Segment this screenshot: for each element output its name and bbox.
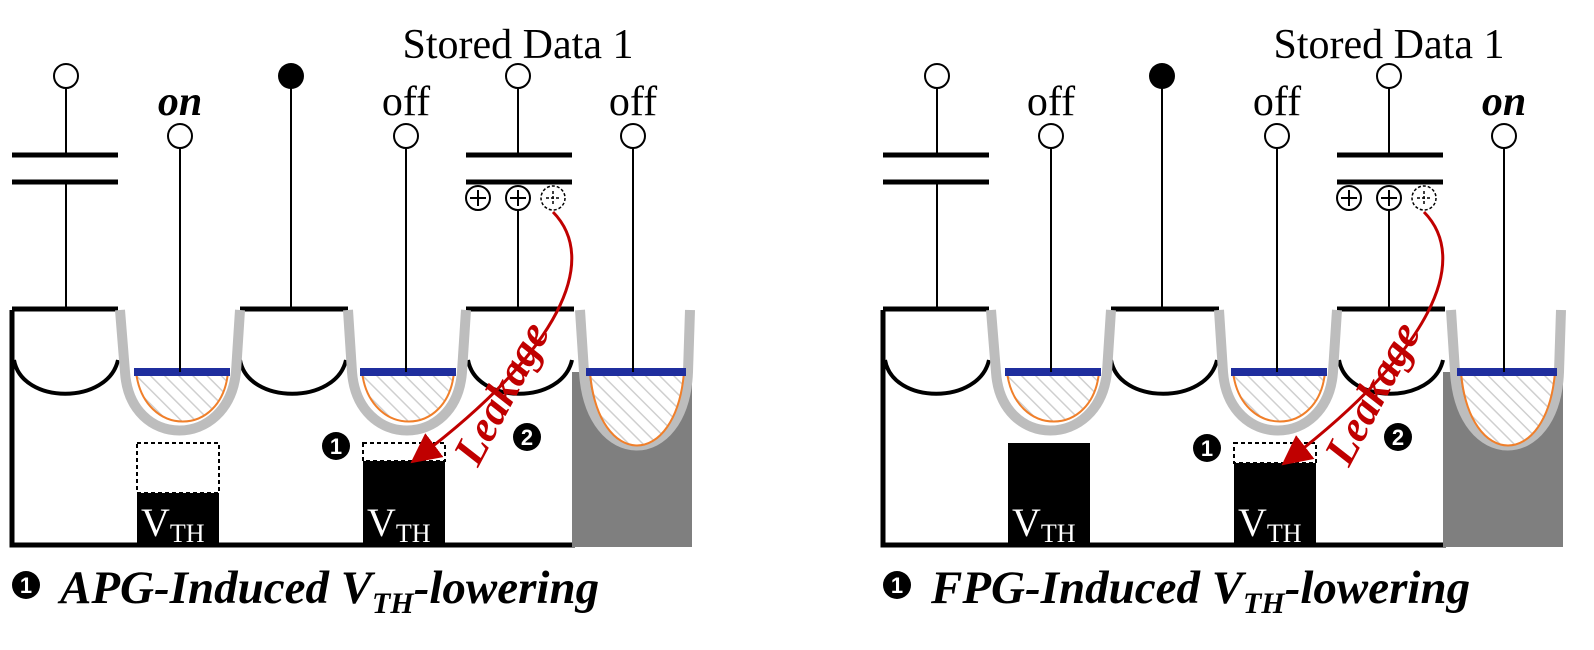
- isolation-channel: [588, 371, 686, 447]
- terminal-open: [1376, 63, 1402, 89]
- caption-badge: [12, 571, 40, 599]
- gate-wells: [991, 310, 1337, 431]
- svg-text:FPG-Induced VTH-lowering: FPG-Induced VTH-lowering: [930, 562, 1470, 620]
- vth-label: VTH: [141, 500, 205, 548]
- terminal-open: [505, 63, 531, 89]
- gate-state-label: off: [1027, 79, 1075, 125]
- gate-state-label: off: [1253, 79, 1301, 125]
- panel-caption: 1 FPG-Induced VTH-lowering: [883, 562, 1470, 620]
- step-badge-2: [1384, 423, 1412, 451]
- vth-label: VTH: [367, 500, 431, 548]
- vth-reference-box: [136, 442, 220, 494]
- svg-text:1: 1: [1201, 436, 1213, 461]
- svg-text:1: 1: [330, 434, 342, 459]
- charge-leaking-icon: [1411, 185, 1437, 211]
- storage-node-arc: [238, 359, 348, 396]
- panel-caption: 1 APG-Induced VTH-lowering: [12, 562, 599, 620]
- charge-plus-icon: [1376, 185, 1402, 211]
- storage-node-arc: [466, 359, 574, 396]
- leakage-arrow: [1281, 210, 1445, 466]
- gate-state-label: off: [382, 79, 430, 125]
- terminal-open: [924, 63, 950, 89]
- terminal-open: [53, 63, 79, 89]
- stored-data-label: Stored Data 1: [403, 22, 634, 68]
- stored-data-label: Stored Data 1: [1274, 22, 1505, 68]
- panel-left: on off Stored Data 1: [9, 22, 695, 620]
- charge-plus-icon: [1336, 185, 1362, 211]
- svg-text:1: 1: [20, 573, 32, 598]
- charge-leaking-icon: [540, 185, 566, 211]
- panel-right: off off Stored Data 1 on: [880, 22, 1566, 620]
- svg-text:1: 1: [891, 573, 903, 598]
- step-badge-1: [1193, 434, 1221, 462]
- svg-text:2: 2: [1392, 425, 1404, 450]
- gate-state-label: on: [1482, 79, 1526, 125]
- caption-badge: [883, 571, 911, 599]
- step-badge-1: [322, 432, 350, 460]
- terminal-filled: [278, 63, 304, 89]
- storage-node-arc: [883, 359, 991, 396]
- terminal-filled: [1149, 63, 1175, 89]
- gate-wells: [120, 310, 466, 431]
- storage-node-arc: [12, 359, 120, 396]
- vth-bar: [363, 461, 445, 545]
- vth-reference-box: [1233, 442, 1317, 464]
- terminal-open: [393, 123, 419, 149]
- svg-text:2: 2: [521, 425, 533, 450]
- svg-text:APG-Induced VTH-lowering: APG-Induced VTH-lowering: [57, 562, 599, 620]
- storage-node-arc: [1109, 359, 1219, 396]
- step-badge-2: [513, 423, 541, 451]
- terminal-open: [1491, 123, 1517, 149]
- storage-node-arc: [1337, 359, 1445, 396]
- vth-bar: [1008, 443, 1090, 545]
- vth-label: VTH: [1238, 500, 1302, 548]
- gate-state-label: off: [609, 79, 657, 125]
- terminal-open: [1038, 123, 1064, 149]
- leakage-arrow: [410, 210, 574, 464]
- charge-plus-icon: [505, 185, 531, 211]
- terminal-open: [1264, 123, 1290, 149]
- vth-label: VTH: [1012, 500, 1076, 548]
- isolation-channel: [1459, 371, 1557, 447]
- gate-state-label: on: [158, 79, 202, 125]
- vth-bar: [137, 493, 219, 545]
- vth-bar: [1234, 463, 1316, 545]
- terminal-open: [620, 123, 646, 149]
- terminal-open: [167, 123, 193, 149]
- charge-plus-icon: [465, 185, 491, 211]
